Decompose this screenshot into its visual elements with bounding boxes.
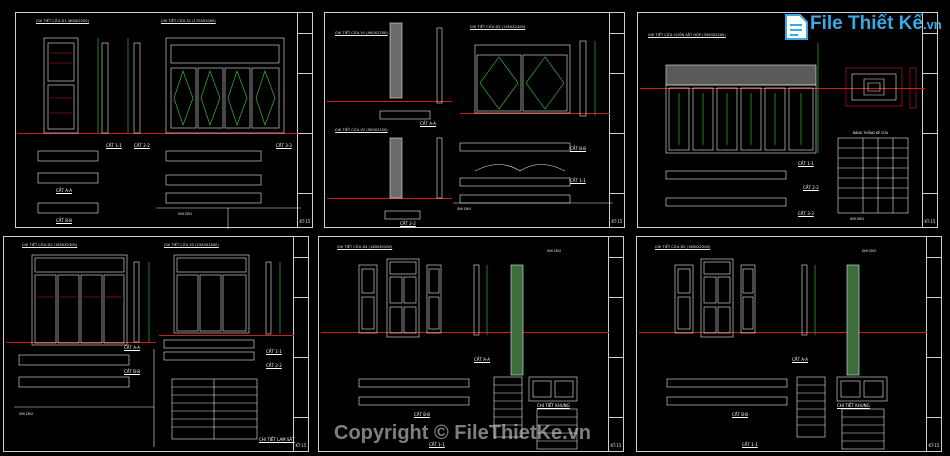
logo-text: File Thiết Kế.vn [810, 13, 942, 35]
section-label: CẮT A-A [420, 121, 436, 126]
logo-badge-icon [785, 14, 808, 40]
section-label: CẮT A-A [792, 357, 808, 362]
door-elevation-drawing [37, 37, 301, 229]
section-label: CHI TIẾT KHUNG [537, 403, 570, 408]
sheet-number: KT-15 [299, 219, 311, 224]
detail-title: CHI TIẾT CỬA S2 (1550X1800) [164, 243, 219, 247]
title-block: KT-15 [293, 237, 308, 451]
notes-heading: GHI CHÚ [19, 412, 33, 416]
drawing-sheet-1[interactable]: KT-15 CHI TIẾT CỬA D1 (800X2200) CHI TIẾ… [15, 12, 313, 229]
ground-line [327, 198, 452, 199]
drawing-sheet-4[interactable]: KT-15 CHI TIẾT CỬA D3 (1850X2300) CHI TI… [3, 236, 309, 452]
notes-heading: GHI CHÚ [547, 249, 561, 253]
sheet-number: KT-15 [928, 443, 940, 448]
drawing-sheet-3[interactable]: KT-15 CHI TIẾT CỬA CUỐN SẮT HỘP (3500X22… [637, 12, 938, 228]
title-block: KT-15 [609, 13, 624, 227]
detail-title: CHI TIẾT CỬA D1 (800X2200) [36, 19, 89, 23]
sheet-number: KT-15 [924, 219, 936, 224]
brand-logo[interactable]: File Thiết Kế.vn [783, 6, 942, 50]
title-block: KT-15 [608, 237, 623, 451]
section-label: CẮT 1-1 [106, 143, 122, 148]
detail-title: CHI TIẾT CỬA V1 (900X2700) [335, 31, 388, 35]
section-label: CẮT A-A [474, 357, 490, 362]
section-label: CẮT 2-2 [266, 363, 282, 368]
section-label: CẮT 2-2 [134, 143, 150, 148]
section-label: CẮT 2-2 [803, 185, 819, 190]
title-block: KT-15 [926, 237, 941, 451]
section-label: CẮT B-B [570, 146, 587, 151]
ground-line [460, 113, 610, 114]
ground-line [159, 335, 294, 336]
section-label: CẮT B-B [732, 412, 749, 417]
section-label: CHI TIẾT LAM SẮT [259, 437, 295, 442]
ground-line [18, 133, 298, 134]
section-label: CẮT A-A [56, 188, 72, 193]
logo-suffix: .vn [922, 17, 942, 32]
section-label: CẮT 1-1 [266, 349, 282, 354]
sheet-number: KT-15 [295, 443, 307, 448]
door-elevation-drawing [358, 258, 578, 450]
detail-title: CHI TIẾT CỬA D2 (1350X2200) [470, 25, 526, 29]
section-label: CẮT 3-3 [276, 143, 292, 148]
title-block: KT-15 [297, 13, 312, 227]
ground-line [640, 88, 925, 89]
notes-heading: GHI CHÚ [178, 212, 192, 216]
sheet-number: KT-15 [610, 443, 622, 448]
ground-line [321, 332, 609, 333]
door-elevation-drawing [379, 22, 613, 220]
rolling-door-drawing [665, 43, 917, 214]
section-label: CẮT B-B [414, 412, 431, 417]
section-label: CẮT 1-1 [570, 178, 586, 183]
section-label: CẮT A-A [124, 345, 140, 350]
detail-title: CHI TIẾT CỬA S1 (1700X2000) [161, 19, 216, 23]
section-label: CẮT 1-1 [798, 161, 814, 166]
drawing-sheet-6[interactable]: KT-15 CHI TIẾT CỬA D5 (1800X2200) GHI CH… [636, 236, 942, 452]
section-label: CẮT 1-1 [429, 442, 445, 447]
copyright-watermark: Copyright © FileThietKe.vn [334, 422, 591, 444]
section-label: CẮT B-B [56, 218, 73, 223]
sheet-number: KT-15 [611, 219, 623, 224]
section-label: CẮT 2-2 [400, 221, 416, 226]
detail-title: CHI TIẾT CỬA V2 (900X2100) [335, 128, 388, 132]
section-label: CẮT 1-1 [742, 442, 758, 447]
drawing-sheet-5[interactable]: KT-15 CHI TIẾT CỬA D4 (1800X2200) GHI CH… [318, 236, 624, 452]
detail-title: CHI TIẾT CỬA D4 (1800X2200) [337, 245, 393, 249]
logo-brand: File Thiết Kế [810, 13, 923, 34]
section-label: CHI TIẾT KHUNG [837, 403, 870, 408]
title-block: KT-15 [922, 13, 937, 227]
notes-heading: GHI CHÚ [850, 217, 864, 221]
ground-line [327, 101, 452, 102]
door-elevation-drawing [666, 258, 888, 450]
notes-heading: GHI CHÚ [457, 207, 471, 211]
detail-title: CHI TIẾT CỬA D3 (1850X2300) [22, 243, 78, 247]
section-label: CẮT 3-3 [798, 211, 814, 216]
drawing-sheet-2[interactable]: KT-15 CHI TIẾT CỬA V1 (900X2700) CHI TIẾ… [324, 12, 625, 228]
detail-title: CHI TIẾT CỬA CUỐN SẮT HỘP (3500X2200) [648, 33, 726, 37]
section-label: CẮT B-B [124, 369, 141, 374]
schedule-table-title: BẢNG THỐNG KÊ CỬA [853, 131, 889, 135]
notes-heading: GHI CHÚ [862, 249, 876, 253]
detail-title: CHI TIẾT CỬA D5 (1800X2200) [655, 245, 711, 249]
window-elevation-drawing [14, 254, 281, 447]
ground-line [639, 332, 927, 333]
